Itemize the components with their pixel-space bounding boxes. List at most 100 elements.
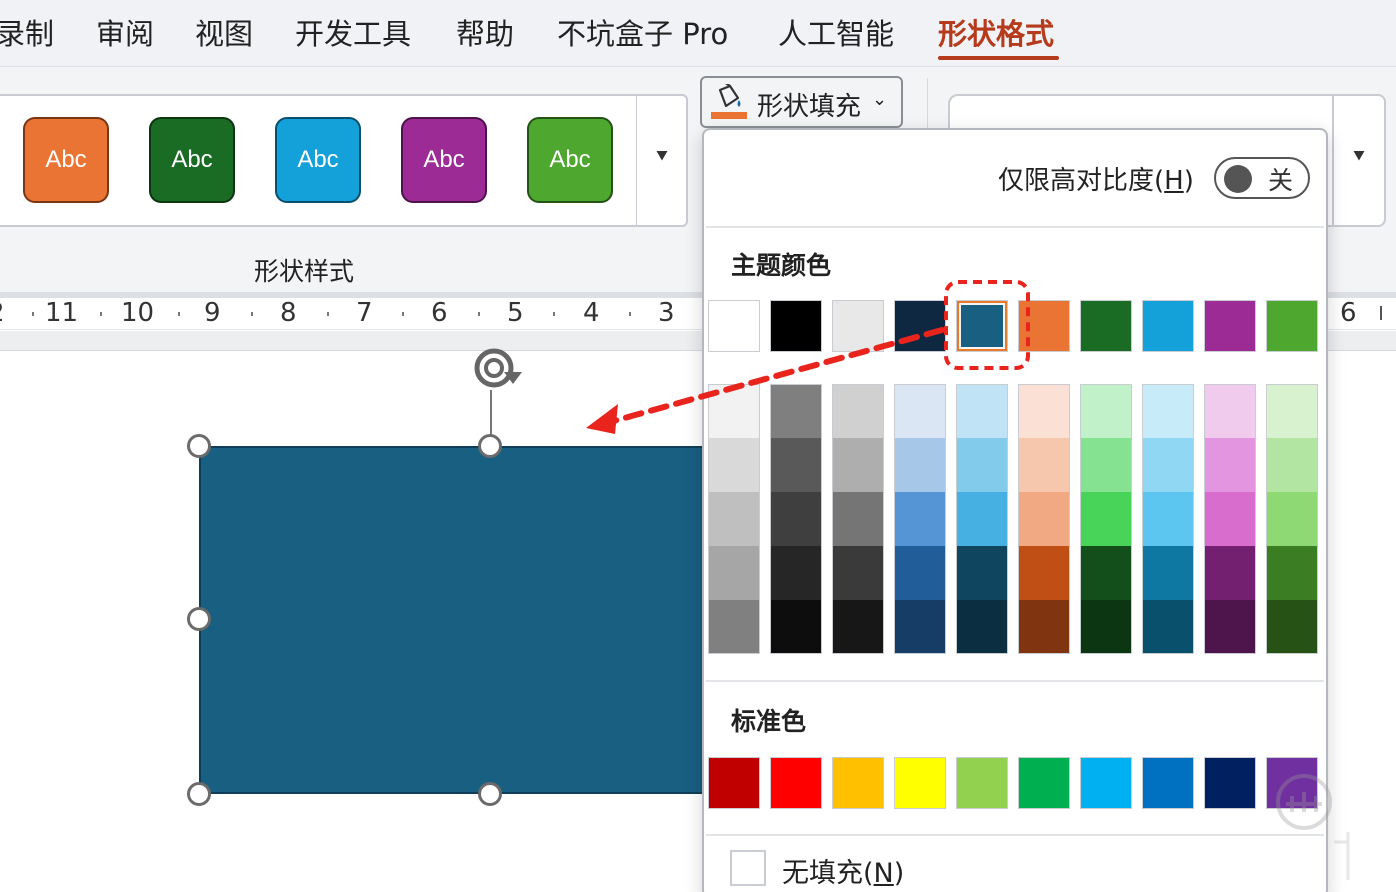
standard-color-swatch[interactable] — [894, 757, 946, 809]
tint-color-swatch[interactable] — [956, 492, 1008, 546]
tint-color-swatch[interactable] — [1266, 600, 1318, 654]
tint-color-swatch[interactable] — [832, 600, 884, 654]
tint-color-swatch[interactable] — [894, 492, 946, 546]
chevron-down-icon: ⌄ — [872, 89, 888, 110]
resize-handle-top-left[interactable] — [187, 434, 211, 458]
rotate-handle-icon[interactable] — [466, 344, 528, 394]
theme-color-swatch[interactable] — [1204, 300, 1256, 352]
tab-ai[interactable]: 人工智能 — [778, 17, 895, 51]
standard-color-swatch[interactable] — [956, 757, 1008, 809]
ruler-tick — [178, 312, 180, 316]
tab-record[interactable]: 录制 — [0, 17, 55, 51]
theme-color-swatch[interactable] — [708, 300, 760, 352]
selected-rectangle-shape[interactable] — [199, 446, 759, 794]
wordart-more-button[interactable]: ⯆ — [1332, 94, 1386, 227]
theme-color-swatch[interactable] — [1018, 300, 1070, 352]
tint-color-swatch[interactable] — [1080, 384, 1132, 438]
tint-color-swatch[interactable] — [832, 438, 884, 492]
tint-color-swatch[interactable] — [956, 600, 1008, 654]
tint-color-swatch[interactable] — [770, 600, 822, 654]
shape-style-item[interactable]: Abc — [23, 117, 109, 203]
tint-color-swatch[interactable] — [1018, 384, 1070, 438]
tint-color-swatch[interactable] — [1266, 546, 1318, 600]
standard-color-swatch[interactable] — [708, 757, 760, 809]
tab-shape-format[interactable]: 形状格式 — [938, 17, 1055, 51]
tint-color-swatch[interactable] — [1142, 546, 1194, 600]
tint-color-swatch[interactable] — [1266, 492, 1318, 546]
tint-color-swatch[interactable] — [1018, 600, 1070, 654]
tint-color-swatch[interactable] — [708, 492, 760, 546]
theme-color-swatch[interactable] — [770, 300, 822, 352]
tint-color-swatch[interactable] — [1080, 492, 1132, 546]
standard-color-swatch[interactable] — [1266, 757, 1318, 809]
tint-color-swatch[interactable] — [1204, 546, 1256, 600]
tint-color-swatch[interactable] — [956, 546, 1008, 600]
tint-color-swatch[interactable] — [1018, 438, 1070, 492]
tint-color-swatch[interactable] — [1204, 492, 1256, 546]
tint-color-swatch[interactable] — [1018, 492, 1070, 546]
tint-color-swatch[interactable] — [770, 438, 822, 492]
tint-color-swatch[interactable] — [1142, 600, 1194, 654]
shape-style-item[interactable]: Abc — [401, 117, 487, 203]
theme-color-swatch[interactable] — [1142, 300, 1194, 352]
standard-color-swatch[interactable] — [1018, 757, 1070, 809]
tint-color-swatch[interactable] — [1018, 546, 1070, 600]
theme-color-swatch[interactable] — [956, 300, 1008, 352]
tint-color-swatch[interactable] — [832, 546, 884, 600]
shape-style-item[interactable]: Abc — [149, 117, 235, 203]
standard-color-swatch[interactable] — [832, 757, 884, 809]
tint-color-swatch[interactable] — [1080, 438, 1132, 492]
tab-review[interactable]: 审阅 — [96, 17, 155, 51]
gallery-more-button[interactable]: ⯆ — [636, 94, 688, 227]
standard-color-swatch[interactable] — [1204, 757, 1256, 809]
tint-color-swatch[interactable] — [894, 384, 946, 438]
tab-bukeng-box[interactable]: 不坑盒子 Pro — [557, 17, 729, 51]
shape-style-item[interactable]: Abc — [275, 117, 361, 203]
standard-color-swatch[interactable] — [1142, 757, 1194, 809]
resize-handle-top[interactable] — [478, 434, 502, 458]
tab-view[interactable]: 视图 — [195, 17, 254, 51]
standard-color-swatch[interactable] — [770, 757, 822, 809]
resize-handle-bottom-left[interactable] — [187, 782, 211, 806]
theme-color-swatch[interactable] — [832, 300, 884, 352]
tint-color-swatch[interactable] — [1266, 384, 1318, 438]
high-contrast-toggle[interactable]: 关 — [1214, 157, 1310, 199]
tab-developer[interactable]: 开发工具 — [295, 17, 412, 51]
tint-color-swatch[interactable] — [770, 546, 822, 600]
tint-color-swatch[interactable] — [1080, 600, 1132, 654]
tint-color-swatch[interactable] — [956, 384, 1008, 438]
theme-color-swatch[interactable] — [894, 300, 946, 352]
tint-color-swatch[interactable] — [956, 438, 1008, 492]
tint-color-swatch[interactable] — [770, 492, 822, 546]
tint-color-swatch[interactable] — [894, 600, 946, 654]
ruler-label: 9 — [204, 298, 221, 328]
resize-handle-bottom[interactable] — [478, 782, 502, 806]
tint-color-swatch[interactable] — [1080, 546, 1132, 600]
resize-handle-left[interactable] — [187, 607, 211, 631]
tint-color-swatch[interactable] — [1204, 384, 1256, 438]
theme-color-swatch[interactable] — [1080, 300, 1132, 352]
tint-color-swatch[interactable] — [770, 384, 822, 438]
tint-color-swatch[interactable] — [1142, 492, 1194, 546]
tint-color-swatch[interactable] — [1142, 384, 1194, 438]
tint-color-swatch[interactable] — [1142, 438, 1194, 492]
shape-style-item[interactable]: Abc — [527, 117, 613, 203]
tint-color-swatch[interactable] — [832, 384, 884, 438]
tab-help[interactable]: 帮助 — [456, 17, 515, 51]
tint-color-swatch[interactable] — [1204, 600, 1256, 654]
no-fill-option[interactable]: 无填充(N) — [782, 858, 905, 889]
standard-color-swatch[interactable] — [1080, 757, 1132, 809]
tint-color-swatch[interactable] — [894, 546, 946, 600]
theme-color-swatch[interactable] — [1266, 300, 1318, 352]
tint-color-swatch[interactable] — [708, 600, 760, 654]
tint-color-swatch[interactable] — [1266, 438, 1318, 492]
no-fill-swatch[interactable] — [730, 850, 766, 886]
tint-color-swatch[interactable] — [708, 438, 760, 492]
tint-color-swatch[interactable] — [708, 546, 760, 600]
ruler-tick — [327, 312, 329, 316]
tint-color-swatch[interactable] — [832, 492, 884, 546]
tint-color-swatch[interactable] — [708, 384, 760, 438]
tint-color-swatch[interactable] — [1204, 438, 1256, 492]
shape-fill-button[interactable]: 形状填充 ⌄ — [700, 76, 903, 128]
tint-color-swatch[interactable] — [894, 438, 946, 492]
